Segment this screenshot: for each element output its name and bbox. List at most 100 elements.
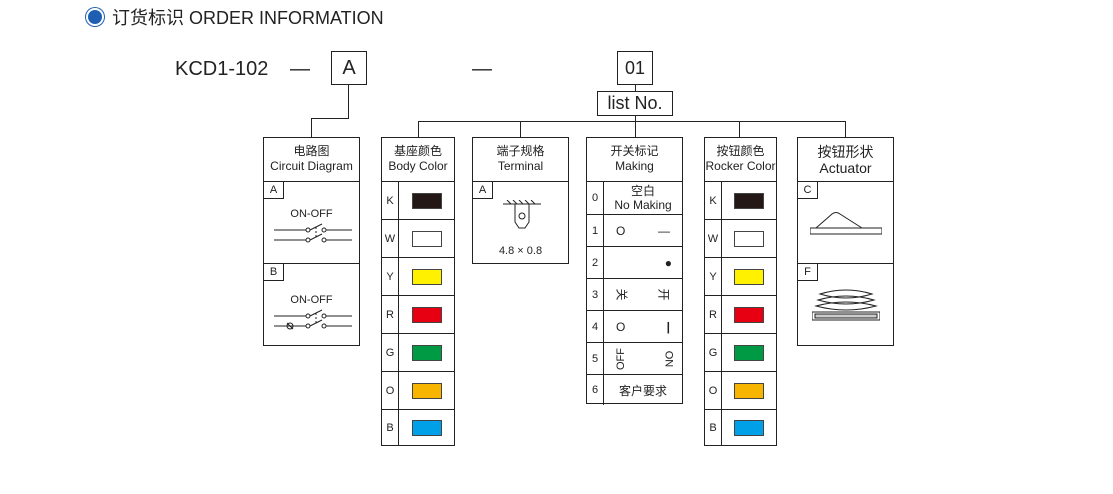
connector-line [348,85,349,118]
option-code: W [382,220,399,257]
color-swatch [734,192,764,209]
column-header: 按钮形状 Actuator [798,138,893,182]
option-code: 2 [587,247,604,278]
color-row: Y [382,258,454,296]
option-code: 4 [587,311,604,342]
column-header: 电路图 Circuit Diagram [264,138,359,182]
option-code: 6 [587,375,604,405]
column-title-cn: 开关标记 [610,144,659,158]
section-title: 订货标识 ORDER INFORMATION [112,8,384,28]
color-row: K [705,182,776,220]
option-code: O [382,372,399,409]
circuit-option-a: A ON-OFF [264,182,359,264]
separator-dash: — [290,58,310,80]
list-no-label: list No. [607,93,663,113]
making-left-symbol: 关 [614,288,629,301]
connector-line [311,118,349,119]
option-code: A [264,182,284,199]
actuator-option-f: F [798,264,893,346]
color-row: R [382,296,454,334]
making-left-symbol: OFF [615,347,627,370]
making-right-symbol: 开 [656,288,671,301]
making-right-symbol: | [666,319,670,334]
option-code: G [382,334,399,371]
color-swatch [411,268,442,285]
list-slot-box: 01 [617,51,653,85]
color-row: O [382,372,454,410]
making-row: 3 关 开 [587,279,682,311]
option-code: K [705,182,722,219]
connector-line [418,121,419,137]
list-no-box: list No. [597,91,673,116]
making-row: 0 空白 No Making [587,182,682,215]
color-swatch [734,419,764,436]
round-actuator-icon [812,289,880,321]
making-row: 5 OFF ON [587,343,682,375]
rocker-color-column: 按钮颜色 Rocker Color K W Y R G O B [704,137,777,446]
column-title-cn: 按钮形状 [817,144,874,160]
option-code: Y [382,258,399,295]
color-swatch [411,382,442,399]
color-row: Y [705,258,776,296]
connector-line [520,121,521,137]
option-code: 1 [587,215,604,246]
color-swatch [734,344,764,361]
color-row: B [382,410,454,445]
option-code: R [382,296,399,333]
column-title-en: Circuit Diagram [270,159,353,173]
color-swatch [734,268,764,285]
list-slot-value: 01 [624,57,646,78]
column-title-en: Terminal [497,159,544,173]
option-code: O [705,372,722,409]
option-code: W [705,220,722,257]
connector-line [635,116,636,121]
terminal-column: 端子规格 Terminal A 4.8 × 0.8 [472,137,569,264]
option-code: 5 [587,343,604,374]
option-code: 0 [587,182,604,214]
body-color-column: 基座颜色 Body Color K W Y R G O B [381,137,455,446]
making-column: 开关标记 Making 0 空白 No Making 1 O — 2 ● 3 关… [586,137,683,405]
option-code: Y [705,258,722,295]
connector-line [418,121,845,122]
color-swatch [734,230,764,247]
making-right-symbol: ON [661,350,674,367]
terminal-option-a: A 4.8 × 0.8 [473,182,568,263]
option-code: K [382,182,399,219]
color-row: R [705,296,776,334]
model-number: KCD1-102 [175,58,269,80]
column-title-en: Making [615,159,654,173]
making-text-cn: 空白 [630,184,655,198]
making-left-symbol: O [616,223,626,238]
column-header: 开关标记 Making [587,138,682,182]
color-swatch [411,419,442,436]
switch-lamp-symbol-icon [274,309,352,330]
connector-line [635,85,636,91]
circuit-option-b: B ON-OFF [264,264,359,346]
option-code: C [798,182,818,199]
color-row: W [705,220,776,258]
option-code: 3 [587,279,604,310]
column-header: 按钮颜色 Rocker Color [705,138,776,182]
color-swatch [734,382,764,399]
column-title-cn: 端子规格 [496,144,545,158]
color-swatch [411,344,442,361]
option-code: G [705,334,722,371]
making-row: 4 O | [587,311,682,343]
column-title-en: Actuator [819,160,872,176]
column-title-en: Body Color [388,159,448,173]
making-text-en: No Making [614,198,672,212]
circuit-slot-box: A [331,51,367,85]
option-code: A [473,182,493,199]
making-left-symbol: O [616,319,626,334]
separator-dash: — [472,58,492,80]
option-code: B [705,410,722,445]
switch-symbol-icon [274,223,352,243]
circuit-diagram-column: 电路图 Circuit Diagram A ON-OFF B ON-OFF [263,137,360,346]
column-header: 端子规格 Terminal [473,138,568,182]
color-swatch [411,192,442,209]
making-row: 6 客户要求 [587,375,682,405]
color-row: O [705,372,776,410]
making-row: 1 O — [587,215,682,247]
column-title-en: Rocker Color [705,159,776,173]
column-title-cn: 按钮颜色 [716,144,765,158]
